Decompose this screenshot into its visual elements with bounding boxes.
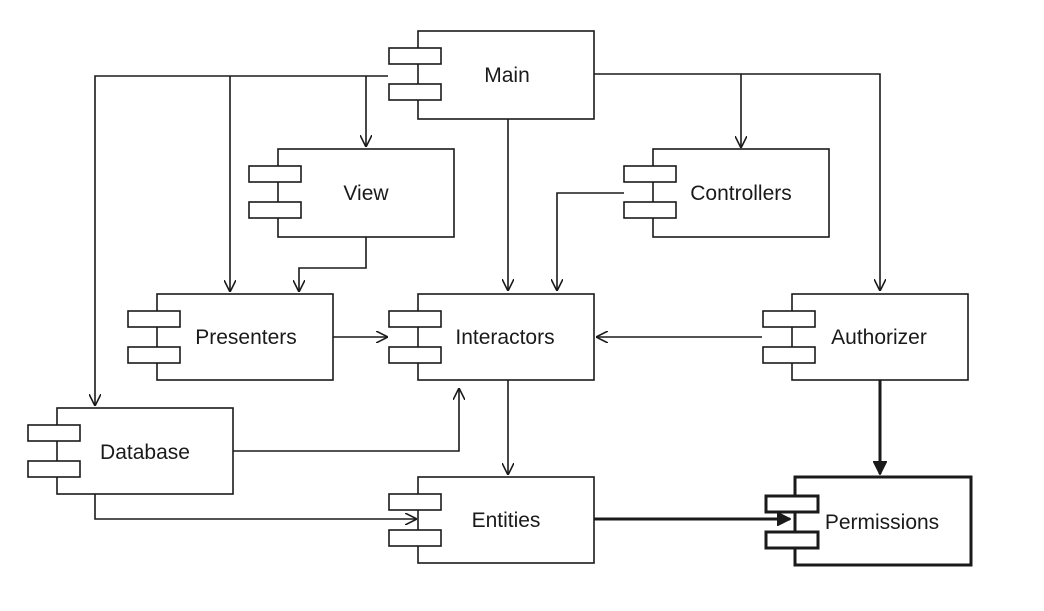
component-port-icon xyxy=(762,310,816,328)
component-label: Database xyxy=(100,441,190,464)
component-presenters: Presenters xyxy=(127,293,334,381)
component-port-icon xyxy=(762,346,816,364)
component-label: Controllers xyxy=(690,182,792,205)
component-port-icon xyxy=(248,201,302,219)
component-port-icon xyxy=(127,346,181,364)
component-controllers: Controllers xyxy=(623,148,830,238)
component-label: Authorizer xyxy=(831,326,927,349)
edges xyxy=(94,73,880,519)
component-port-icon xyxy=(623,165,677,183)
edge-controllers-interactors xyxy=(557,192,624,290)
component-port-icon xyxy=(27,460,81,478)
component-database: Database xyxy=(27,407,234,495)
component-port-icon xyxy=(388,493,442,511)
component-port-icon xyxy=(388,47,442,65)
edge-main-controllers xyxy=(594,73,741,147)
edge-main-authorizer xyxy=(741,73,880,290)
component-port-icon xyxy=(388,83,442,101)
component-port-icon xyxy=(764,494,820,514)
edge-view-presenters xyxy=(299,237,367,291)
component-port-icon xyxy=(623,201,677,219)
component-label: Presenters xyxy=(195,326,297,349)
component-port-icon xyxy=(27,424,81,442)
component-label: Interactors xyxy=(455,326,554,349)
edge-database-interactors xyxy=(232,389,459,452)
component-port-icon xyxy=(388,346,442,364)
component-label: Permissions xyxy=(825,511,939,534)
component-port-icon xyxy=(248,165,302,183)
component-view: View xyxy=(248,148,455,238)
component-label: View xyxy=(343,182,389,205)
component-port-icon xyxy=(388,529,442,547)
component-port-icon xyxy=(127,310,181,328)
component-port-icon xyxy=(388,310,442,328)
component-main: Main xyxy=(388,30,595,120)
component-entities: Entities xyxy=(388,476,595,564)
component-port-icon xyxy=(764,530,820,550)
edge-database-entities xyxy=(94,494,416,519)
component-interactors: Interactors xyxy=(388,293,595,381)
component-label: Entities xyxy=(472,509,541,532)
component-permissions: Permissions xyxy=(764,475,973,567)
component-authorizer: Authorizer xyxy=(762,293,969,381)
edge-main-database xyxy=(95,75,388,405)
component-label: Main xyxy=(484,64,530,87)
